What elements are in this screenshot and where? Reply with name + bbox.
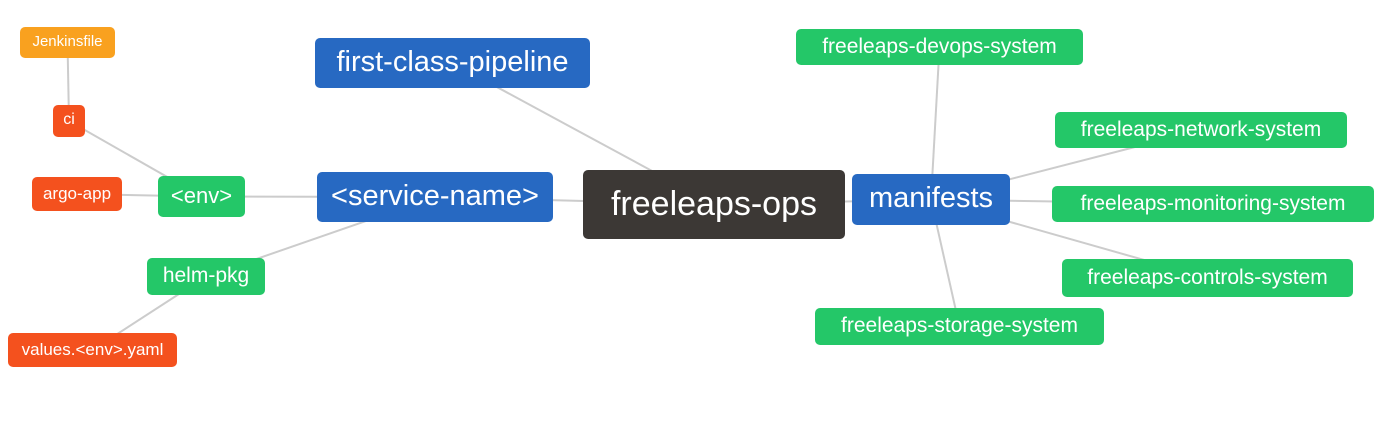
node-label: ci [63, 111, 75, 128]
node-ci[interactable]: ci [53, 105, 85, 137]
node-jenkinsfile[interactable]: Jenkinsfile [20, 27, 115, 58]
node-freeleaps-network-system[interactable]: freeleaps-network-system [1055, 112, 1347, 148]
node-env[interactable]: <env> [158, 176, 245, 217]
node-freeleaps-monitoring-system[interactable]: freeleaps-monitoring-system [1052, 186, 1374, 222]
node-helm-pkg[interactable]: helm-pkg [147, 258, 265, 295]
node-freeleaps-ops[interactable]: freeleaps-ops [583, 170, 845, 239]
node-label: values.<env>.yaml [21, 339, 164, 359]
node-first-class-pipeline[interactable]: first-class-pipeline [315, 38, 590, 88]
node-label: helm-pkg [162, 264, 250, 287]
node-label: freeleaps-monitoring-system [1080, 191, 1346, 215]
node-label: Jenkinsfile [32, 33, 103, 50]
node-label: <service-name> [331, 179, 539, 212]
node-label: freeleaps-network-system [1080, 117, 1322, 141]
node-label: freeleaps-storage-system [841, 314, 1078, 337]
node-freeleaps-storage-system[interactable]: freeleaps-storage-system [815, 308, 1104, 345]
node-label: <env> [170, 182, 233, 208]
node-label: first-class-pipeline [336, 45, 569, 78]
node-argo-app[interactable]: argo-app [32, 177, 122, 211]
node-freeleaps-controls-system[interactable]: freeleaps-controls-system [1062, 259, 1353, 297]
node-label: manifests [868, 182, 994, 214]
node-freeleaps-devops-system[interactable]: freeleaps-devops-system [796, 29, 1083, 65]
node-label: argo-app [42, 183, 112, 203]
node-label: freeleaps-ops [610, 184, 817, 223]
node-values-env-yaml[interactable]: values.<env>.yaml [8, 333, 177, 367]
node-manifests[interactable]: manifests [852, 174, 1010, 225]
node-label: freeleaps-controls-system [1087, 265, 1328, 289]
node-service-name[interactable]: <service-name> [317, 172, 553, 222]
node-label: freeleaps-devops-system [822, 34, 1057, 58]
